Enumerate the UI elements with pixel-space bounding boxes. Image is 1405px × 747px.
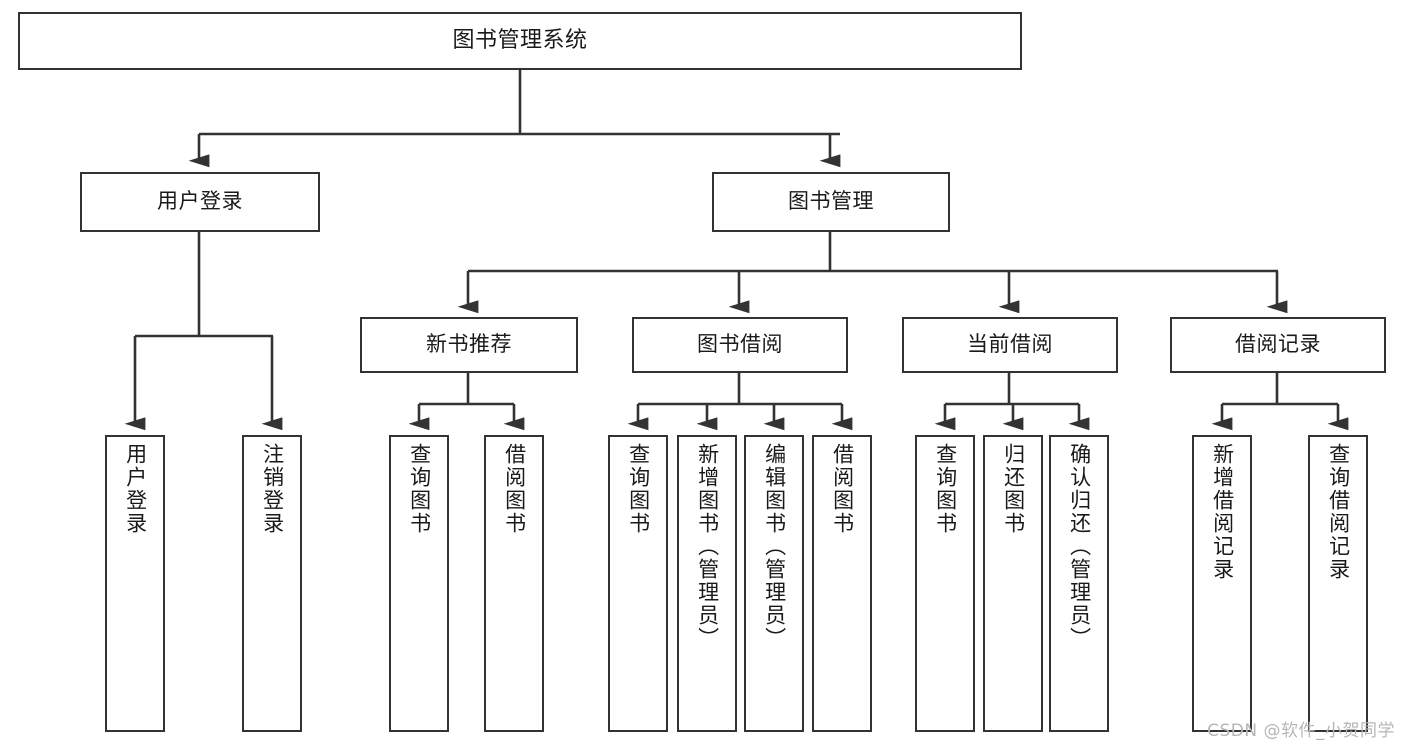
node-label: 用户登录: [123, 443, 148, 535]
node-new-book-recommend[interactable]: 新书推荐: [360, 317, 578, 373]
leaf-user-login[interactable]: 用户登录: [105, 435, 165, 732]
leaf-query-book-3[interactable]: 查询图书: [915, 435, 975, 732]
node-label: 归还图书: [1001, 443, 1026, 535]
node-label: 查询图书: [933, 443, 958, 535]
node-book-management[interactable]: 图书管理: [712, 172, 950, 232]
node-label: 注销登录: [260, 443, 285, 535]
leaf-query-record[interactable]: 查询借阅记录: [1308, 435, 1368, 732]
leaf-confirm-return[interactable]: 确认归还（管理员）: [1049, 435, 1109, 732]
node-root-book-management-system[interactable]: 图书管理系统: [18, 12, 1022, 70]
node-label: 图书管理: [788, 189, 874, 214]
leaf-return-book[interactable]: 归还图书: [983, 435, 1043, 732]
node-book-borrow[interactable]: 图书借阅: [632, 317, 848, 373]
node-label: 图书借阅: [697, 332, 783, 357]
leaf-query-book-2[interactable]: 查询图书: [608, 435, 668, 732]
node-label: 借阅图书: [830, 443, 855, 535]
node-label: 借阅图书: [502, 443, 527, 535]
node-user-login[interactable]: 用户登录: [80, 172, 320, 232]
node-borrow-record[interactable]: 借阅记录: [1170, 317, 1386, 373]
node-label: 新增借阅记录: [1210, 443, 1235, 581]
leaf-edit-book[interactable]: 编辑图书（管理员）: [744, 435, 804, 732]
node-current-borrow[interactable]: 当前借阅: [902, 317, 1118, 373]
leaf-add-record[interactable]: 新增借阅记录: [1192, 435, 1252, 732]
node-label: 用户登录: [157, 189, 243, 214]
leaf-query-book-1[interactable]: 查询图书: [389, 435, 449, 732]
watermark: CSDN @软件_小贺同学: [1207, 721, 1395, 741]
leaf-add-book[interactable]: 新增图书（管理员）: [677, 435, 737, 732]
node-label: 当前借阅: [967, 332, 1053, 357]
node-label: 新书推荐: [426, 332, 512, 357]
node-label: 查询图书: [626, 443, 651, 535]
node-label: 查询借阅记录: [1326, 443, 1351, 581]
leaf-borrow-book-1[interactable]: 借阅图书: [484, 435, 544, 732]
leaf-user-logout[interactable]: 注销登录: [242, 435, 302, 732]
node-label: 编辑图书（管理员）: [762, 443, 787, 650]
leaf-borrow-book-2[interactable]: 借阅图书: [812, 435, 872, 732]
node-label: 查询图书: [407, 443, 432, 535]
node-label: 新增图书（管理员）: [695, 443, 720, 650]
node-label: 图书管理系统: [452, 27, 588, 53]
node-label: 借阅记录: [1235, 332, 1321, 357]
node-label: 确认归还（管理员）: [1067, 443, 1092, 650]
